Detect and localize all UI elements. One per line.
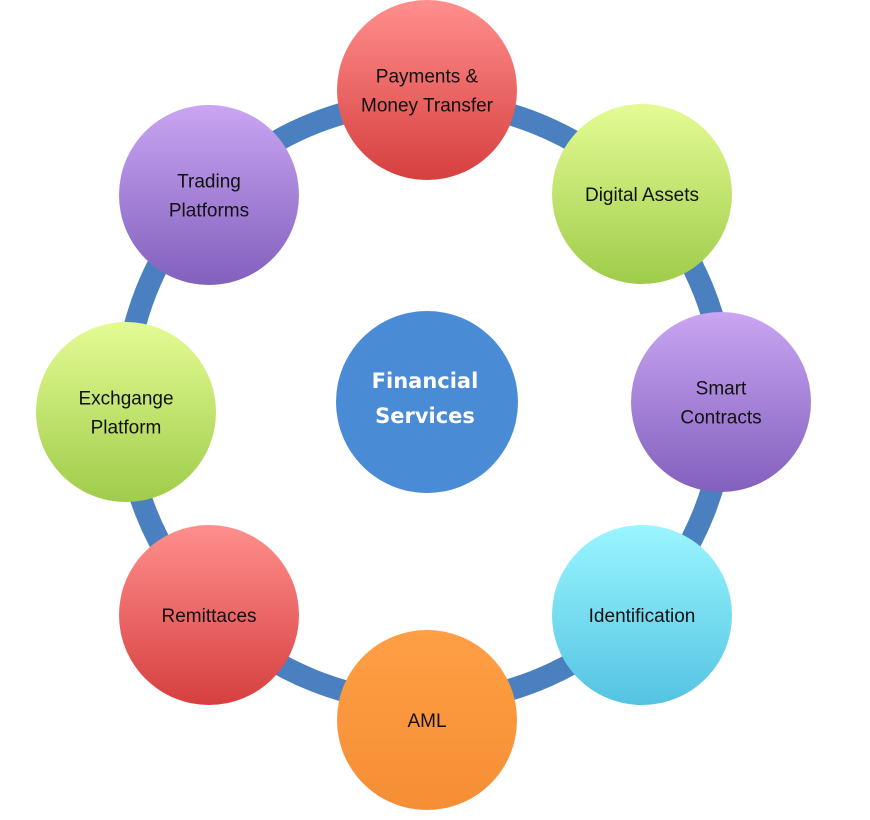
node-label-line: Money Transfer <box>361 96 494 117</box>
node-circle <box>552 104 732 284</box>
node-circle <box>119 525 299 705</box>
node-3: Identification <box>552 525 732 705</box>
node-label-line: Remittaces <box>161 606 256 627</box>
node-5: Remittaces <box>119 525 299 705</box>
node-circle <box>337 0 517 180</box>
center-node: Financial Services <box>336 311 518 493</box>
node-1: Digital Assets <box>552 104 732 284</box>
node-label-line: Payments & <box>376 67 479 88</box>
node-circle <box>337 630 517 810</box>
node-4: AML <box>337 630 517 810</box>
node-circle <box>36 322 216 502</box>
node-label-line: Smart <box>696 379 747 400</box>
center-label-line-1: Financial <box>372 369 479 393</box>
node-label-line: Contracts <box>680 408 761 429</box>
node-circle <box>631 312 811 492</box>
node-label-line: Trading <box>177 172 241 193</box>
center-circle <box>336 311 518 493</box>
node-label-line: Platforms <box>169 201 249 222</box>
node-label-line: Platform <box>91 418 162 439</box>
node-label-line: AML <box>407 711 446 732</box>
node-label-line: Exchgange <box>78 389 173 410</box>
node-0: Payments & Money Transfer <box>337 0 517 180</box>
node-label-line: Digital Assets <box>585 185 699 206</box>
node-label-line: Identification <box>589 606 696 627</box>
node-circle <box>552 525 732 705</box>
node-circle <box>119 105 299 285</box>
center-label-line-2: Services <box>375 404 475 428</box>
